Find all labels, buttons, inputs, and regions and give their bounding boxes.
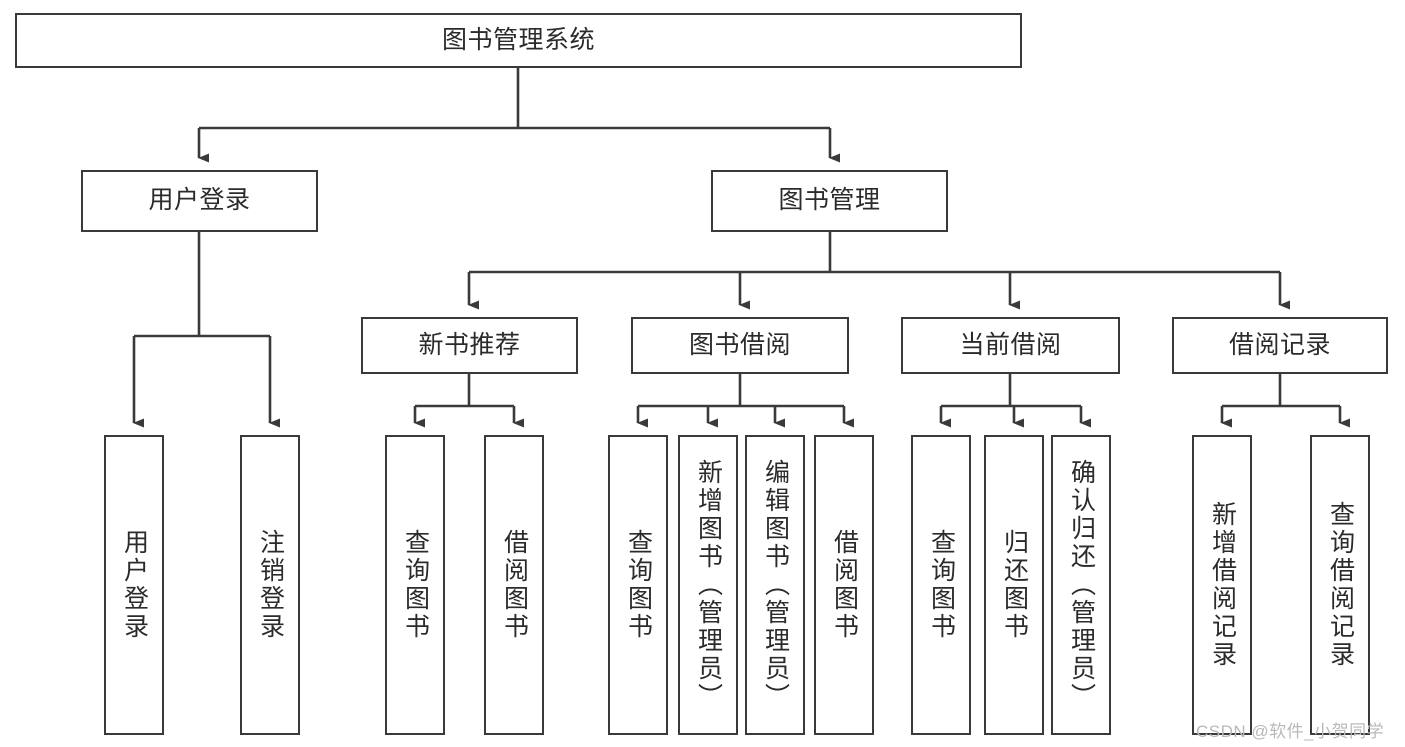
- node-leaf-return-book[interactable]: 归还图书: [984, 435, 1044, 735]
- node-leaf-borrow-book-1[interactable]: 借阅图书: [484, 435, 544, 735]
- node-leaf-query-book-2-label: 查询图书: [624, 529, 653, 641]
- node-leaf-query-book-1-label: 查询图书: [401, 529, 430, 641]
- node-leaf-query-record[interactable]: 查询借阅记录: [1310, 435, 1370, 735]
- node-leaf-query-book-3[interactable]: 查询图书: [911, 435, 971, 735]
- node-new-book-recommend[interactable]: 新书推荐: [361, 317, 578, 374]
- node-current-borrow[interactable]: 当前借阅: [901, 317, 1120, 374]
- node-user-login[interactable]: 用户登录: [81, 170, 318, 232]
- node-leaf-confirm-return-label: 确认归还（管理员）: [1067, 459, 1096, 711]
- node-leaf-query-book-2[interactable]: 查询图书: [608, 435, 668, 735]
- node-leaf-borrow-book-1-label: 借阅图书: [500, 529, 529, 641]
- node-borrow-record[interactable]: 借阅记录: [1172, 317, 1388, 374]
- node-leaf-edit-book-admin-label: 编辑图书（管理员）: [761, 459, 790, 711]
- node-leaf-add-record-label: 新增借阅记录: [1208, 501, 1237, 669]
- node-leaf-edit-book-admin[interactable]: 编辑图书（管理员）: [745, 435, 805, 735]
- node-leaf-borrow-book-2-label: 借阅图书: [830, 529, 859, 641]
- csdn-watermark: CSDN @软件_小贺同学: [1196, 722, 1385, 741]
- node-leaf-add-book-admin-label: 新增图书（管理员）: [694, 459, 723, 711]
- node-leaf-query-record-label: 查询借阅记录: [1326, 501, 1355, 669]
- node-book-manage-label: 图书管理: [778, 186, 881, 215]
- node-leaf-confirm-return[interactable]: 确认归还（管理员）: [1051, 435, 1111, 735]
- node-new-book-recommend-label: 新书推荐: [418, 330, 521, 359]
- node-leaf-query-book-1[interactable]: 查询图书: [385, 435, 445, 735]
- node-leaf-return-book-label: 归还图书: [1000, 529, 1029, 641]
- node-root-label: 图书管理系统: [441, 25, 595, 54]
- node-leaf-user-login[interactable]: 用户登录: [104, 435, 164, 735]
- node-leaf-add-record[interactable]: 新增借阅记录: [1192, 435, 1252, 735]
- node-borrow-record-label: 借阅记录: [1228, 330, 1331, 359]
- node-leaf-add-book-admin[interactable]: 新增图书（管理员）: [678, 435, 738, 735]
- node-book-manage[interactable]: 图书管理: [711, 170, 948, 232]
- node-root[interactable]: 图书管理系统: [15, 13, 1022, 68]
- node-leaf-user-logout-label: 注销登录: [256, 529, 285, 641]
- node-book-borrow[interactable]: 图书借阅: [631, 317, 849, 374]
- node-leaf-user-logout[interactable]: 注销登录: [240, 435, 300, 735]
- node-leaf-query-book-3-label: 查询图书: [927, 529, 956, 641]
- node-user-login-label: 用户登录: [148, 186, 251, 215]
- node-leaf-user-login-label: 用户登录: [120, 529, 149, 641]
- node-leaf-borrow-book-2[interactable]: 借阅图书: [814, 435, 874, 735]
- node-current-borrow-label: 当前借阅: [959, 330, 1062, 359]
- node-book-borrow-label: 图书借阅: [688, 330, 791, 359]
